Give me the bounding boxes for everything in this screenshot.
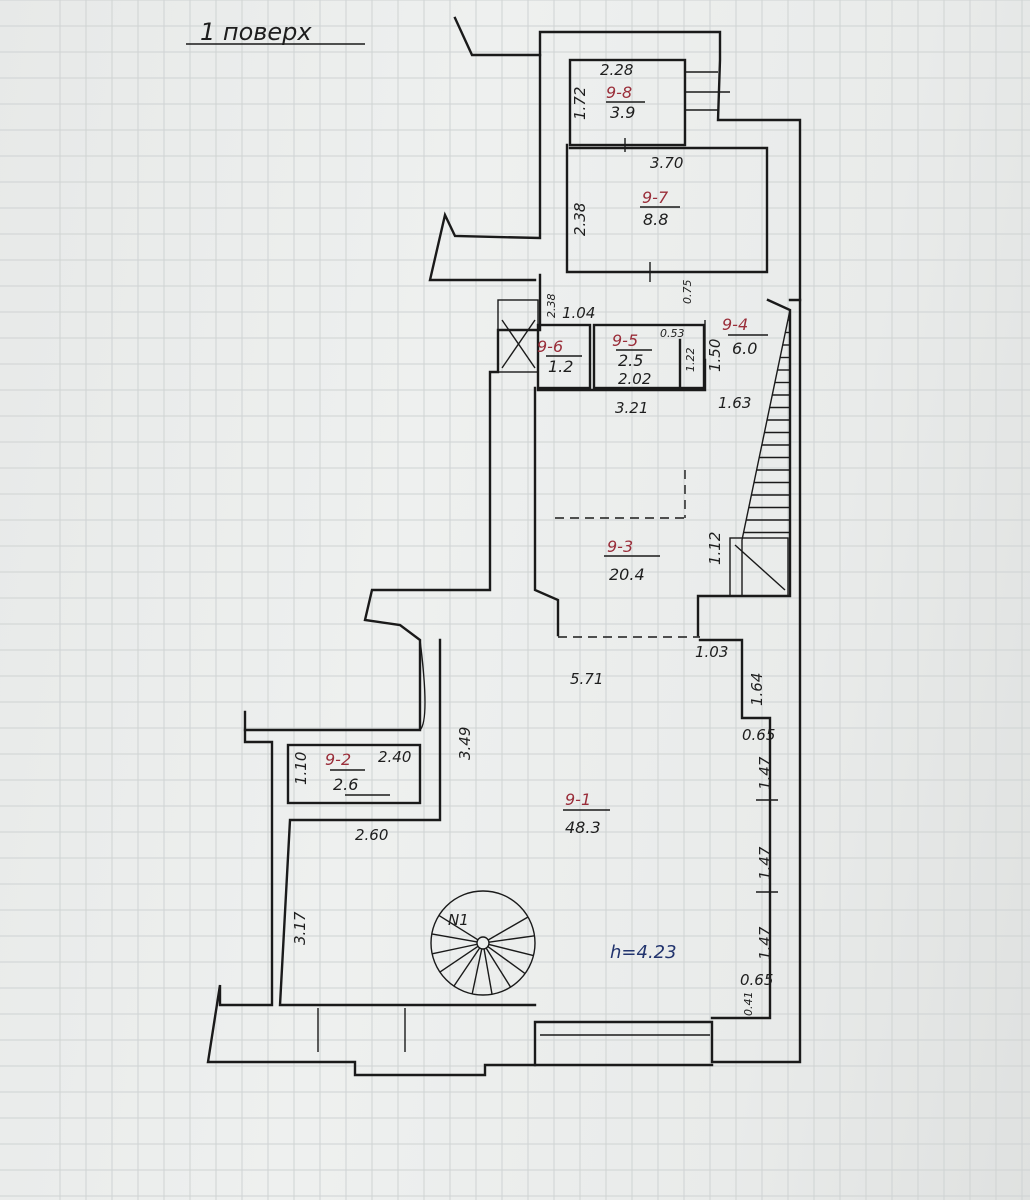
dimension: 3.17 (291, 911, 309, 945)
room-area: 48.3 (565, 818, 601, 837)
wall-middle-inner-left (533, 386, 560, 637)
wall-room-9-2 (286, 743, 422, 805)
room-labels: 9-8 3.9 9-7 8.8 9-6 1.2 9-5 2.5 9-4 6.0 … (325, 83, 768, 963)
dimension: 2.38 (571, 203, 589, 236)
walls (206, 16, 802, 1077)
room-label: 9-2 (325, 750, 351, 769)
dimension: 1.63 (718, 394, 751, 412)
wall-room-9-1-left (278, 638, 537, 1007)
dimension: 3.70 (650, 154, 683, 172)
dimension: 0.53 (660, 327, 685, 340)
spiral-tread (488, 935, 535, 943)
dimension: 2.60 (355, 826, 388, 844)
stairs-straight (729, 309, 791, 597)
wall-top (538, 30, 802, 302)
wall-middle-left (243, 273, 542, 732)
wall-room-9-8 (568, 58, 687, 147)
room-label: 9-7 (642, 188, 669, 207)
wall-outer-bottom-left (206, 710, 537, 1077)
stair-label: N1 (448, 911, 469, 929)
dimension: 2.28 (600, 61, 633, 79)
spiral-tread (487, 916, 529, 941)
spiral-tread (487, 945, 526, 975)
dimension: 3.21 (615, 399, 648, 417)
dimension: 0.75 (681, 280, 694, 305)
dimension: 0.65 (740, 971, 773, 989)
ceiling-height: h=4.23 (610, 942, 677, 963)
spiral-tread (488, 943, 534, 957)
dimension: 3.49 (456, 727, 474, 760)
spiral-outer (430, 890, 536, 996)
dimensions: 2.28 1.72 3.70 2.38 2.38 1.04 0.53 1.22 … (291, 61, 775, 1016)
stairs-edge (741, 309, 791, 596)
plan-title: 1 поверх (200, 18, 312, 46)
wall-room-9-1-right (698, 638, 772, 1020)
shaft-box (497, 299, 539, 373)
stairs-arrow (734, 544, 786, 591)
room-area: 1.2 (548, 357, 573, 376)
wall-upper-left (428, 16, 542, 282)
room-label: 9-4 (722, 315, 748, 334)
wall-room-9-5 (592, 323, 706, 390)
room-label: 9-1 (565, 790, 591, 809)
dimension: 1.72 (571, 87, 589, 120)
dimension: 1.10 (292, 752, 310, 785)
room-label: 9-6 (537, 337, 563, 356)
room-area: 3.9 (610, 103, 635, 122)
dimension: 2.40 (378, 748, 411, 766)
wall-room-9-6 (536, 323, 592, 390)
spiral-tread (438, 914, 479, 941)
spiral-tread (431, 943, 478, 955)
room-area: 20.4 (609, 565, 645, 584)
spiral-tread (471, 948, 483, 995)
dimension: 1.64 (748, 673, 766, 706)
dimension: 2.02 (618, 370, 651, 388)
dimension: 5.71 (570, 670, 603, 688)
room-label: 9-8 (606, 83, 632, 102)
spiral-core (476, 936, 490, 950)
dimension: 1.50 (706, 339, 724, 372)
dimension: 2.38 (545, 294, 558, 319)
dimension: 1.22 (684, 348, 697, 373)
spiral-tread (431, 933, 478, 943)
dimension: 1.12 (706, 532, 724, 565)
room-area: 2.6 (333, 775, 358, 794)
dimension: 1.47 (756, 926, 774, 960)
dimension: 0.65 (742, 726, 775, 744)
dimension: 1.04 (562, 304, 595, 322)
spiral-tread (453, 947, 481, 987)
room-label: 9-5 (612, 331, 638, 350)
spiral-tread (485, 947, 512, 988)
spiral-tread (483, 948, 493, 995)
spiral-treads (431, 914, 535, 995)
shaft-cross (501, 319, 536, 369)
dimension: 1.03 (695, 643, 728, 661)
room-area: 6.0 (732, 339, 757, 358)
room-area: 2.5 (618, 351, 643, 370)
room-area: 8.8 (643, 210, 668, 229)
door-arc (419, 639, 426, 731)
wall-room-9-7 (565, 143, 769, 274)
dimension: 0.41 (742, 992, 755, 1017)
dimension: 1.47 (756, 756, 774, 790)
stairs-landing (729, 537, 789, 597)
spiral-stair: N1 (430, 890, 536, 996)
wall-right (696, 298, 792, 637)
room-label: 9-3 (607, 537, 633, 556)
dimension: 1.47 (756, 846, 774, 880)
spiral-tread (439, 945, 479, 973)
